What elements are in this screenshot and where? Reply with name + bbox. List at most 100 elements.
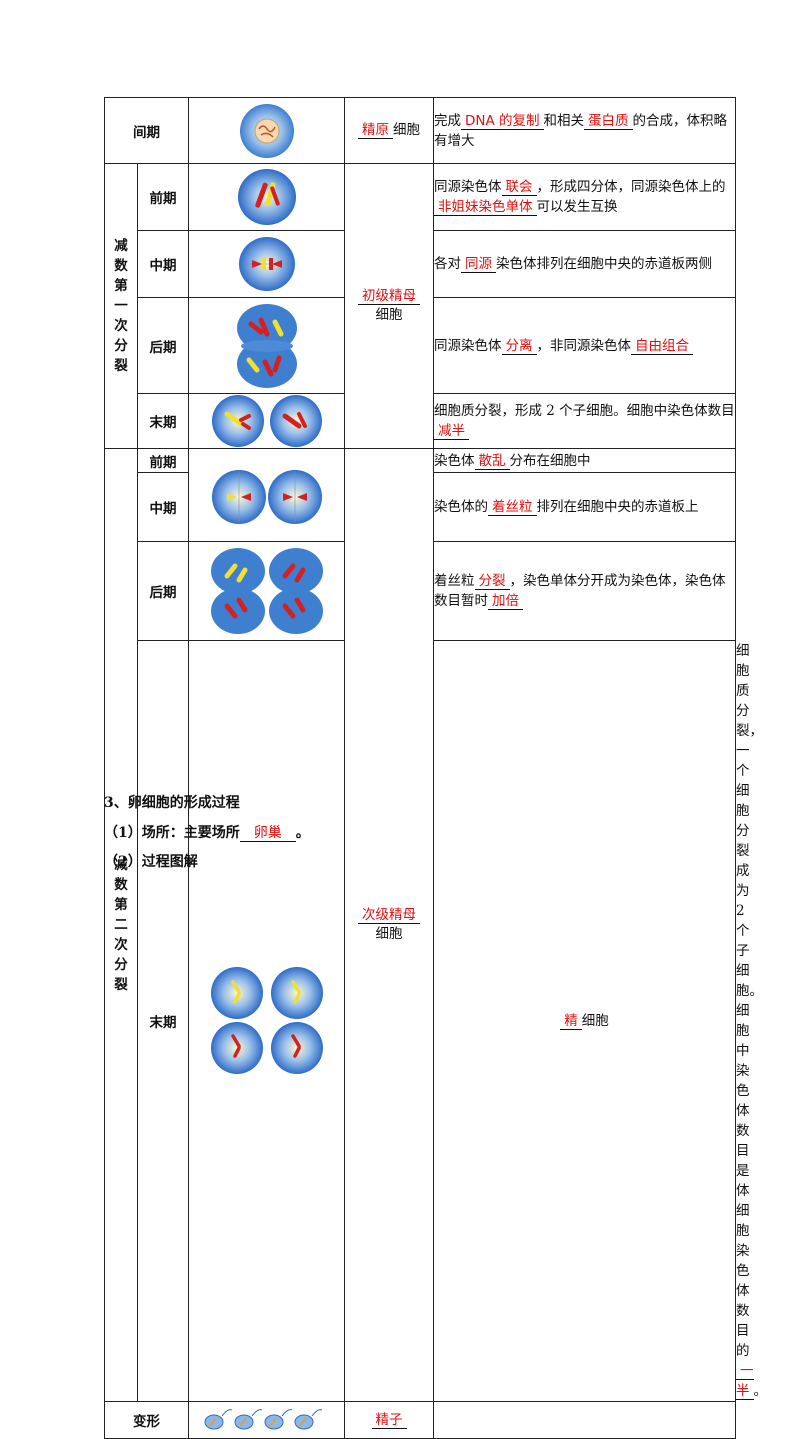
anaphase-2-image xyxy=(188,541,345,641)
item-text: 。 xyxy=(295,825,310,841)
answer-blank: 同源 xyxy=(461,256,496,273)
description-text: 分布在细胞中 xyxy=(509,452,591,469)
secondary-spermatocyte-cell: 次级精母细胞 xyxy=(344,448,434,1402)
answer-blank: 散乱 xyxy=(474,452,510,470)
section-item-diagram: （2）过程图解 xyxy=(104,854,198,870)
stage-label: 变形 xyxy=(104,1401,189,1439)
table-row: 减数第一次分裂 前期 初级精母细胞 同源染色体联会，形成四分体，同源染色体上的非… xyxy=(104,163,736,449)
prophase-metaphase-2-image xyxy=(188,448,345,542)
description-text: 着丝粒 xyxy=(434,573,475,589)
answer-blank: 减半 xyxy=(434,423,469,440)
group-label-char: 裂 xyxy=(114,977,128,993)
cell-type-suffix: 细胞 xyxy=(375,926,403,942)
group-label-char: 数 xyxy=(114,258,128,274)
group-label-char: 第 xyxy=(114,897,128,913)
description-text: 染色体 xyxy=(434,452,475,469)
description-text: 和相关 xyxy=(543,112,585,129)
stage-label: 前期 xyxy=(137,163,189,231)
stage-label: 中期 xyxy=(137,230,189,298)
description-text: ，非同源染色体 xyxy=(536,337,632,354)
stage-label: 后期 xyxy=(137,297,189,394)
description: 同源染色体联会，形成四分体，同源染色体上的非姐妹染色单体可以发生互换 xyxy=(433,163,736,231)
stage-label: 中期 xyxy=(137,472,189,542)
answer-blank: 初级精母 xyxy=(358,288,420,305)
group-meiosis-2-label: 减数第二次分裂 xyxy=(104,448,138,1402)
description-text: 可以发生互换 xyxy=(536,199,618,215)
answer-blank: 分裂 xyxy=(474,573,510,590)
section-item-location: （1）场所：主要场所卵巢。 xyxy=(104,822,310,842)
description-text: 完成 xyxy=(434,112,461,129)
group-label-char: 裂 xyxy=(114,358,128,374)
prophase-1-image xyxy=(188,163,345,231)
cell-type-suffix: 细胞 xyxy=(393,122,420,138)
table-row: 后期 着丝粒分裂，染色单体分开成为染色体，染色体数目暂时加倍 xyxy=(105,541,736,641)
answer-blank: 联会 xyxy=(501,179,537,196)
telophase-1-image xyxy=(188,393,345,449)
answer-blank: 一半 xyxy=(736,1363,754,1400)
description-text: 细胞质分裂，形成 2 个子细胞。细胞中染色体数目 xyxy=(434,403,735,419)
cell-type-suffix: 细胞 xyxy=(375,307,403,323)
telophase-2-image xyxy=(188,640,345,1402)
answer-blank: 次级精母 xyxy=(358,907,420,924)
description-text: 染色体排列在细胞中央的赤道板两侧 xyxy=(496,256,712,272)
stage-label: 间期 xyxy=(104,97,189,164)
description: 染色体的着丝粒排列在细胞中央的赤道板上 xyxy=(433,472,736,542)
description: 各对同源染色体排列在细胞中央的赤道板两侧 xyxy=(433,230,736,298)
table-row: 后期 同源染色体分离，非同源染色体自由组合 xyxy=(105,297,736,394)
group-label-char: 减 xyxy=(114,857,128,873)
group-label-char: 第 xyxy=(114,278,128,294)
anaphase-1-image xyxy=(188,297,345,394)
description-text: 同源染色体 xyxy=(434,179,502,195)
group-meiosis-1-label: 减数第一次分裂 xyxy=(104,163,138,449)
description-text: 同源染色体 xyxy=(434,337,502,354)
answer-blank: 精 xyxy=(560,1012,582,1030)
description-text: 的合成，体积略有增大 xyxy=(434,112,728,149)
description-text: 。 xyxy=(753,1383,768,1399)
answer-blank: 精原 xyxy=(358,122,393,139)
cell-type-suffix: 细胞 xyxy=(581,1012,609,1029)
metaphase-1-image xyxy=(188,230,345,298)
answer-blank: 自由组合 xyxy=(631,337,693,355)
section-heading: 3、卵细胞的形成过程 xyxy=(104,795,240,811)
description: 同源染色体分离，非同源染色体自由组合 xyxy=(433,297,736,394)
description-text: ，形成四分体，同源染色体上的 xyxy=(536,179,726,195)
answer-blank: 卵巢 xyxy=(239,825,296,842)
group-label-char: 次 xyxy=(114,318,128,334)
group-label-char: 次 xyxy=(114,937,128,953)
description-text: 细胞质分裂，一个细胞分裂成为 2 个子细胞。细胞中染色体数目是体细胞染色体数目的 xyxy=(736,643,763,1359)
group-label-char: 一 xyxy=(114,298,128,314)
answer-blank: 着丝粒 xyxy=(488,499,537,516)
table-row: 变形 精子 xyxy=(104,1401,736,1439)
description-text: 各对 xyxy=(434,256,461,272)
stage-label: 后期 xyxy=(137,541,189,641)
description-text: 排列在细胞中央的赤道板上 xyxy=(536,499,699,515)
description-text: ，染色单体分开成为染色体，染色体数目暂时 xyxy=(434,573,726,609)
table-row: 末期 细胞质分裂，形成 2 个子细胞。细胞中染色体数目减半 xyxy=(105,393,736,449)
interphase-cell-image xyxy=(188,97,345,164)
item-text: （1）场所：主要场所 xyxy=(104,825,240,841)
answer-blank: 精子 xyxy=(371,1411,407,1429)
description xyxy=(433,1401,736,1439)
stage-label: 末期 xyxy=(137,640,189,1402)
sperm-transformation-image xyxy=(188,1401,345,1439)
description-text: 染色体的 xyxy=(434,499,488,515)
sperm-cell: 精子 xyxy=(344,1401,434,1439)
primary-spermatocyte-cell: 初级精母细胞 xyxy=(344,163,434,449)
stage-label: 末期 xyxy=(137,393,189,449)
answer-blank: 分离 xyxy=(501,337,537,355)
answer-blank: 蛋白质 xyxy=(584,112,633,130)
table-row: 中期 染色体的着丝粒排列在细胞中央的赤道板上 xyxy=(105,472,736,542)
description: 染色体散乱分布在细胞中 xyxy=(433,448,736,473)
description: 着丝粒分裂，染色单体分开成为染色体，染色体数目暂时加倍 xyxy=(433,541,736,641)
group-label-char: 分 xyxy=(114,957,128,973)
group-label-char: 减 xyxy=(114,238,128,254)
cell-type: 精原细胞 xyxy=(344,97,434,164)
description: 细胞质分裂，形成 2 个子细胞。细胞中染色体数目减半 xyxy=(433,393,736,449)
group-label-char: 分 xyxy=(114,338,128,354)
answer-blank: 非姐妹染色单体 xyxy=(434,199,537,216)
table-row: 减数第二次分裂 前期 次级精母细胞 染色体散乱分布在细胞中 xyxy=(104,448,736,1402)
group-label-char: 二 xyxy=(114,917,128,933)
stage-label: 前期 xyxy=(137,448,189,473)
